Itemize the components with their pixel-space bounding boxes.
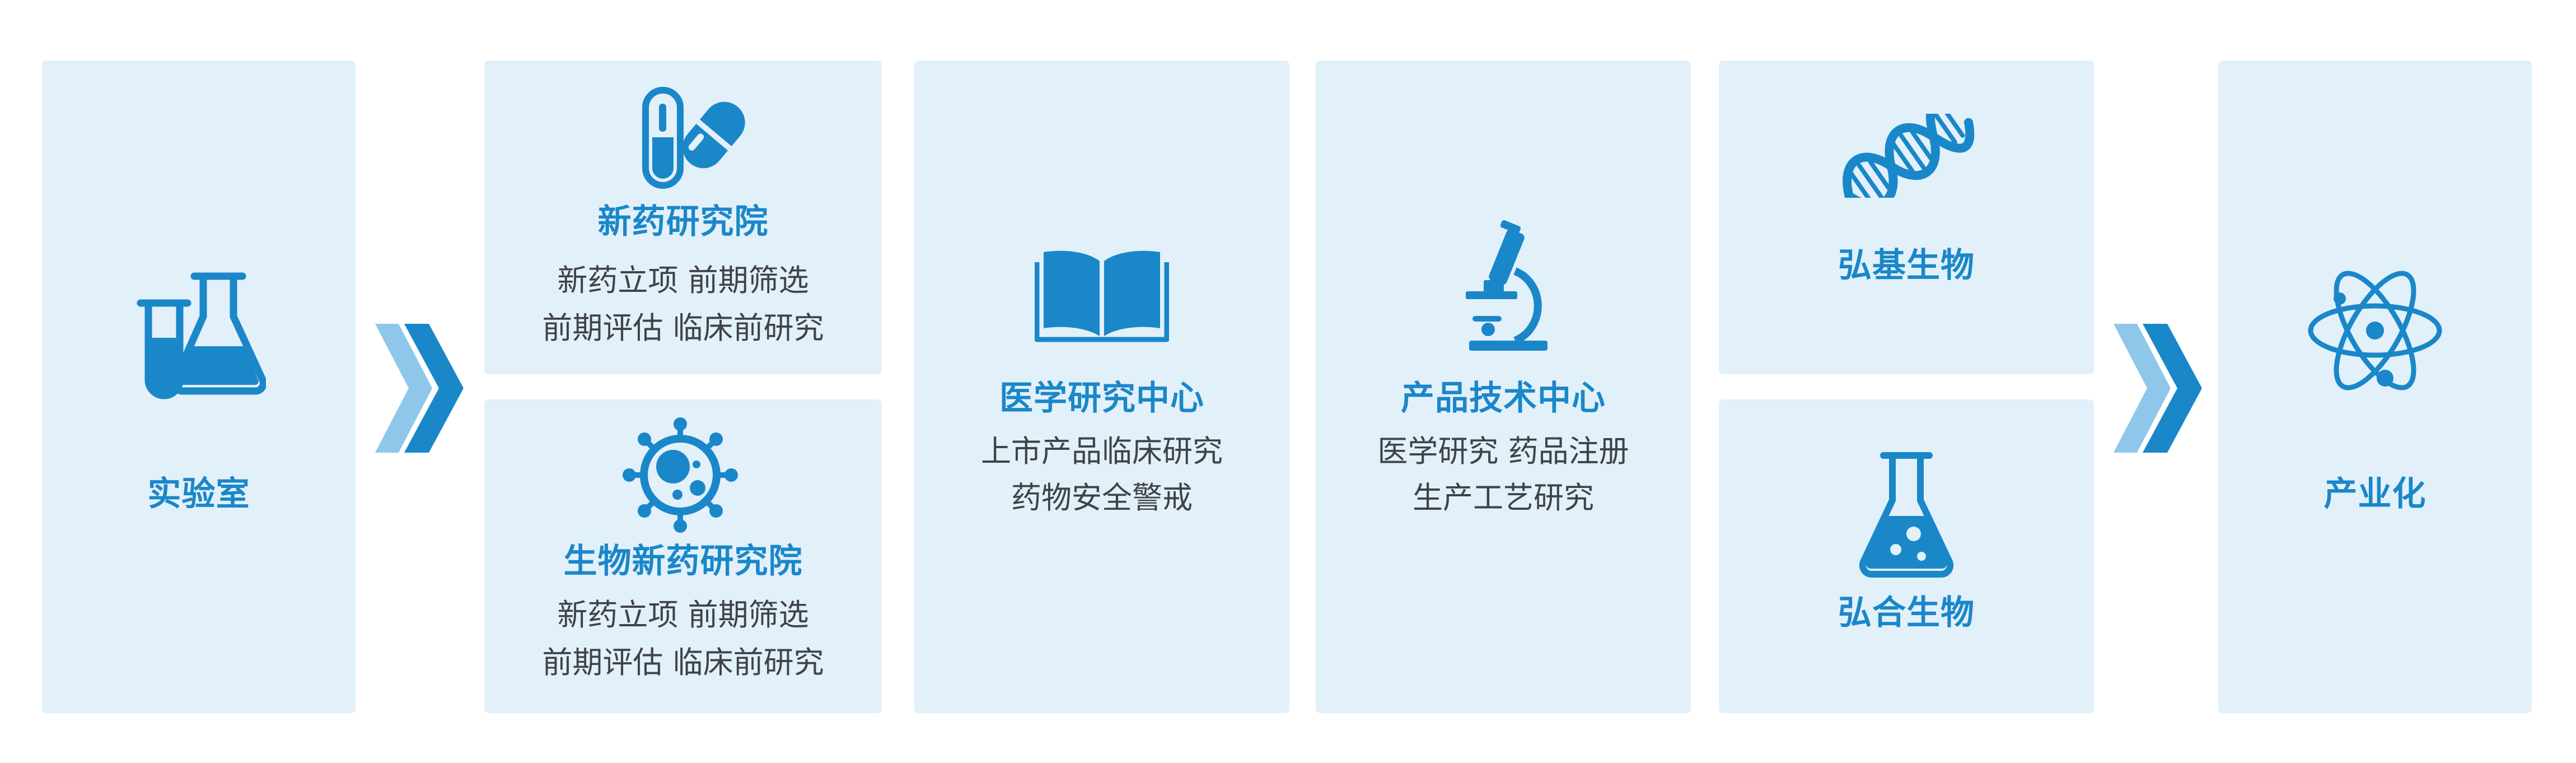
hongji-bio-card: 弘基生物 xyxy=(1719,61,2094,374)
lab-title: 实验室 xyxy=(147,474,250,514)
product-center-line1: 医学研究 药品注册 xyxy=(1377,434,1629,469)
honghe-bio-title: 弘合生物 xyxy=(1838,593,1975,632)
product-center-line2: 生产工艺研究 xyxy=(1413,480,1594,515)
new-drug-institute-line1: 新药立项 前期筛选 xyxy=(557,263,809,298)
medical-center-card: 医学研究中心 上市产品临床研究 药物安全警戒 xyxy=(914,61,1289,713)
chevron-right-icon xyxy=(375,324,464,453)
new-drug-institute-card: 新药研究院 新药立项 前期筛选 前期评估 临床前研究 xyxy=(484,61,882,374)
hongji-bio-title: 弘基生物 xyxy=(1838,246,1975,285)
test-tubes-icon xyxy=(137,272,266,399)
virus-icon xyxy=(623,417,738,533)
industrialization-card: 产业化 xyxy=(2218,61,2532,713)
atom-icon xyxy=(2308,271,2442,390)
new-drug-institute-line2: 前期评估 临床前研究 xyxy=(542,310,824,346)
chevron-right-icon xyxy=(2114,324,2202,453)
medical-center-line1: 上市产品临床研究 xyxy=(981,434,1223,469)
flask-icon xyxy=(1859,452,1954,578)
capsule-pill-icon xyxy=(642,87,745,189)
product-center-card: 产品技术中心 医学研究 药品注册 生产工艺研究 xyxy=(1316,61,1691,713)
lab-card: 实验室 xyxy=(42,61,356,713)
new-drug-institute-title: 新药研究院 xyxy=(597,202,769,241)
medical-center-title: 医学研究中心 xyxy=(999,379,1204,418)
industrialization-title: 产业化 xyxy=(2323,474,2427,514)
honghe-bio-card: 弘合生物 xyxy=(1719,399,2094,713)
dna-icon xyxy=(1843,114,1975,198)
microscope-icon xyxy=(1466,220,1548,351)
open-book-icon xyxy=(1035,250,1169,342)
medical-center-line2: 药物安全警戒 xyxy=(1011,480,1193,515)
bio-drug-institute-title: 生物新药研究院 xyxy=(563,542,803,581)
bio-drug-institute-card: 生物新药研究院 新药立项 前期筛选 前期评估 临床前研究 xyxy=(484,399,882,713)
bio-drug-institute-line2: 前期评估 临床前研究 xyxy=(542,645,824,680)
product-center-title: 产品技术中心 xyxy=(1401,379,1606,418)
bio-drug-institute-line1: 新药立项 前期筛选 xyxy=(557,597,809,632)
